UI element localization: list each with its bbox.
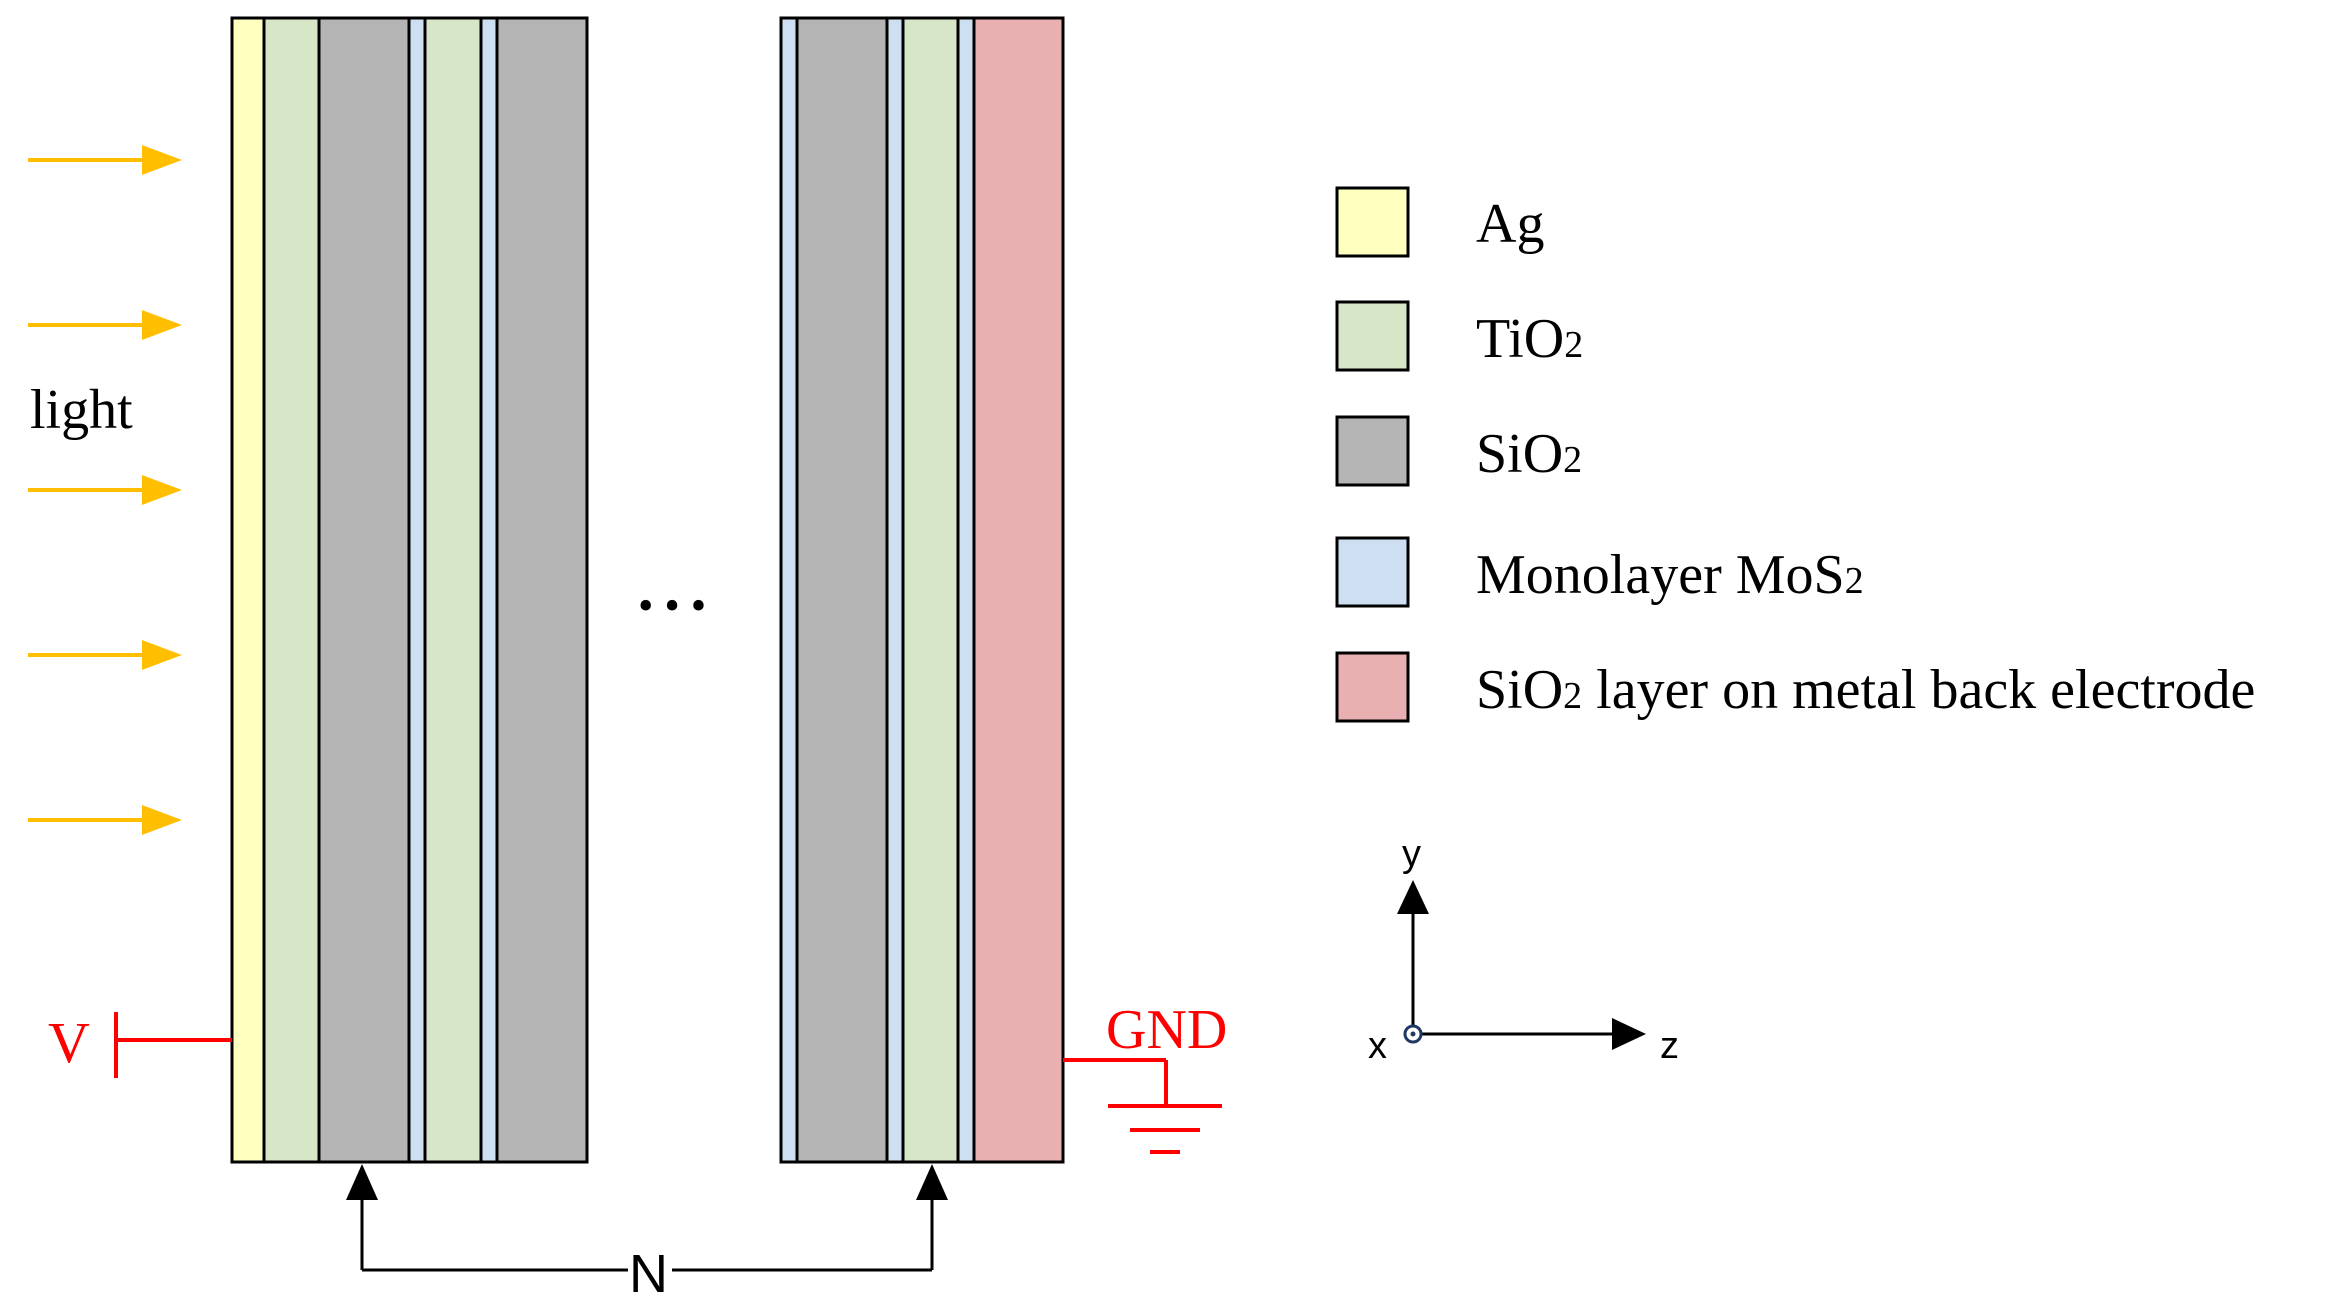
coordinate-axes: y x z — [1368, 833, 1679, 1067]
legend-sio2-electrode: SiO2 layer on metal back electrode — [1335, 651, 2255, 723]
legend-swatch — [1335, 186, 1410, 258]
svg-text:SiO2: SiO2 — [1476, 423, 1582, 485]
period-bracket — [346, 1164, 948, 1272]
voltage-label: V — [48, 1010, 90, 1075]
layer-sio2 — [317, 16, 411, 1164]
layer-tio2 — [423, 16, 483, 1164]
svg-text:TiO2: TiO2 — [1476, 308, 1583, 370]
legend: Ag TiO2 SiO2 Monolayer MoS2 SiO2 layer o… — [1335, 186, 2255, 723]
axis-label-y: y — [1402, 833, 1421, 875]
svg-text:SiO2 layer on metal back elect: SiO2 layer on metal back electrode — [1476, 659, 2255, 721]
svg-text:Monolayer MoS2: Monolayer MoS2 — [1476, 544, 1864, 606]
x-axis-origin-dot — [1410, 1031, 1416, 1037]
light-arrow — [28, 475, 182, 505]
right-layer-stack — [779, 16, 1065, 1164]
layer-tio2 — [262, 16, 321, 1164]
legend-subscript: 2 — [1563, 675, 1582, 717]
layer-mos2 — [407, 16, 427, 1164]
ellipsis: • • • — [638, 581, 706, 630]
axis-label-z: z — [1660, 1025, 1679, 1067]
layer-tio2 — [901, 16, 960, 1164]
light-arrow — [28, 145, 182, 175]
layer-sio2 — [795, 16, 889, 1164]
legend-ag: Ag — [1335, 186, 1544, 258]
light-arrow — [28, 805, 182, 835]
legend-swatch — [1335, 536, 1410, 608]
voltage-contact — [114, 1012, 232, 1078]
layer-ag — [230, 16, 266, 1164]
legend-swatch — [1335, 415, 1410, 487]
legend-subscript: 2 — [1845, 560, 1864, 602]
layer-sio2 — [495, 16, 589, 1164]
layer-mos2 — [956, 16, 976, 1164]
legend-subscript: 2 — [1563, 439, 1582, 481]
left-layer-stack — [230, 16, 589, 1164]
legend-label: Ag — [1476, 193, 1544, 255]
legend-label: SiO — [1476, 659, 1563, 721]
light-label: light — [30, 379, 133, 441]
legend-swatch — [1335, 300, 1410, 372]
layer-mos2 — [885, 16, 905, 1164]
light-arrow — [28, 640, 182, 670]
incident-light-arrows — [28, 145, 182, 835]
legend-label-suffix: layer on metal back electrode — [1582, 659, 2255, 721]
layer-mos2 — [479, 16, 499, 1164]
legend-tio2: TiO2 — [1335, 300, 1583, 372]
legend-swatch — [1335, 651, 1410, 723]
legend-label: Monolayer MoS — [1476, 544, 1845, 606]
axis-label-x: x — [1368, 1025, 1387, 1067]
z-axis-arrowhead — [1612, 1018, 1646, 1050]
legend-sio2: SiO2 — [1335, 415, 1582, 487]
light-arrow — [28, 310, 182, 340]
y-axis-arrowhead — [1397, 880, 1429, 914]
legend-mos2: Monolayer MoS2 — [1335, 536, 1864, 608]
period-count-label: N — [629, 1244, 668, 1304]
layer-mos2 — [779, 16, 799, 1164]
layer-sio2-electrode — [972, 16, 1065, 1164]
legend-subscript: 2 — [1564, 324, 1583, 366]
ground-label: GND — [1106, 999, 1227, 1061]
ground-symbol — [1063, 1058, 1222, 1154]
svg-text:Ag: Ag — [1476, 193, 1544, 255]
legend-label: TiO — [1476, 308, 1564, 370]
legend-label: SiO — [1476, 423, 1563, 485]
